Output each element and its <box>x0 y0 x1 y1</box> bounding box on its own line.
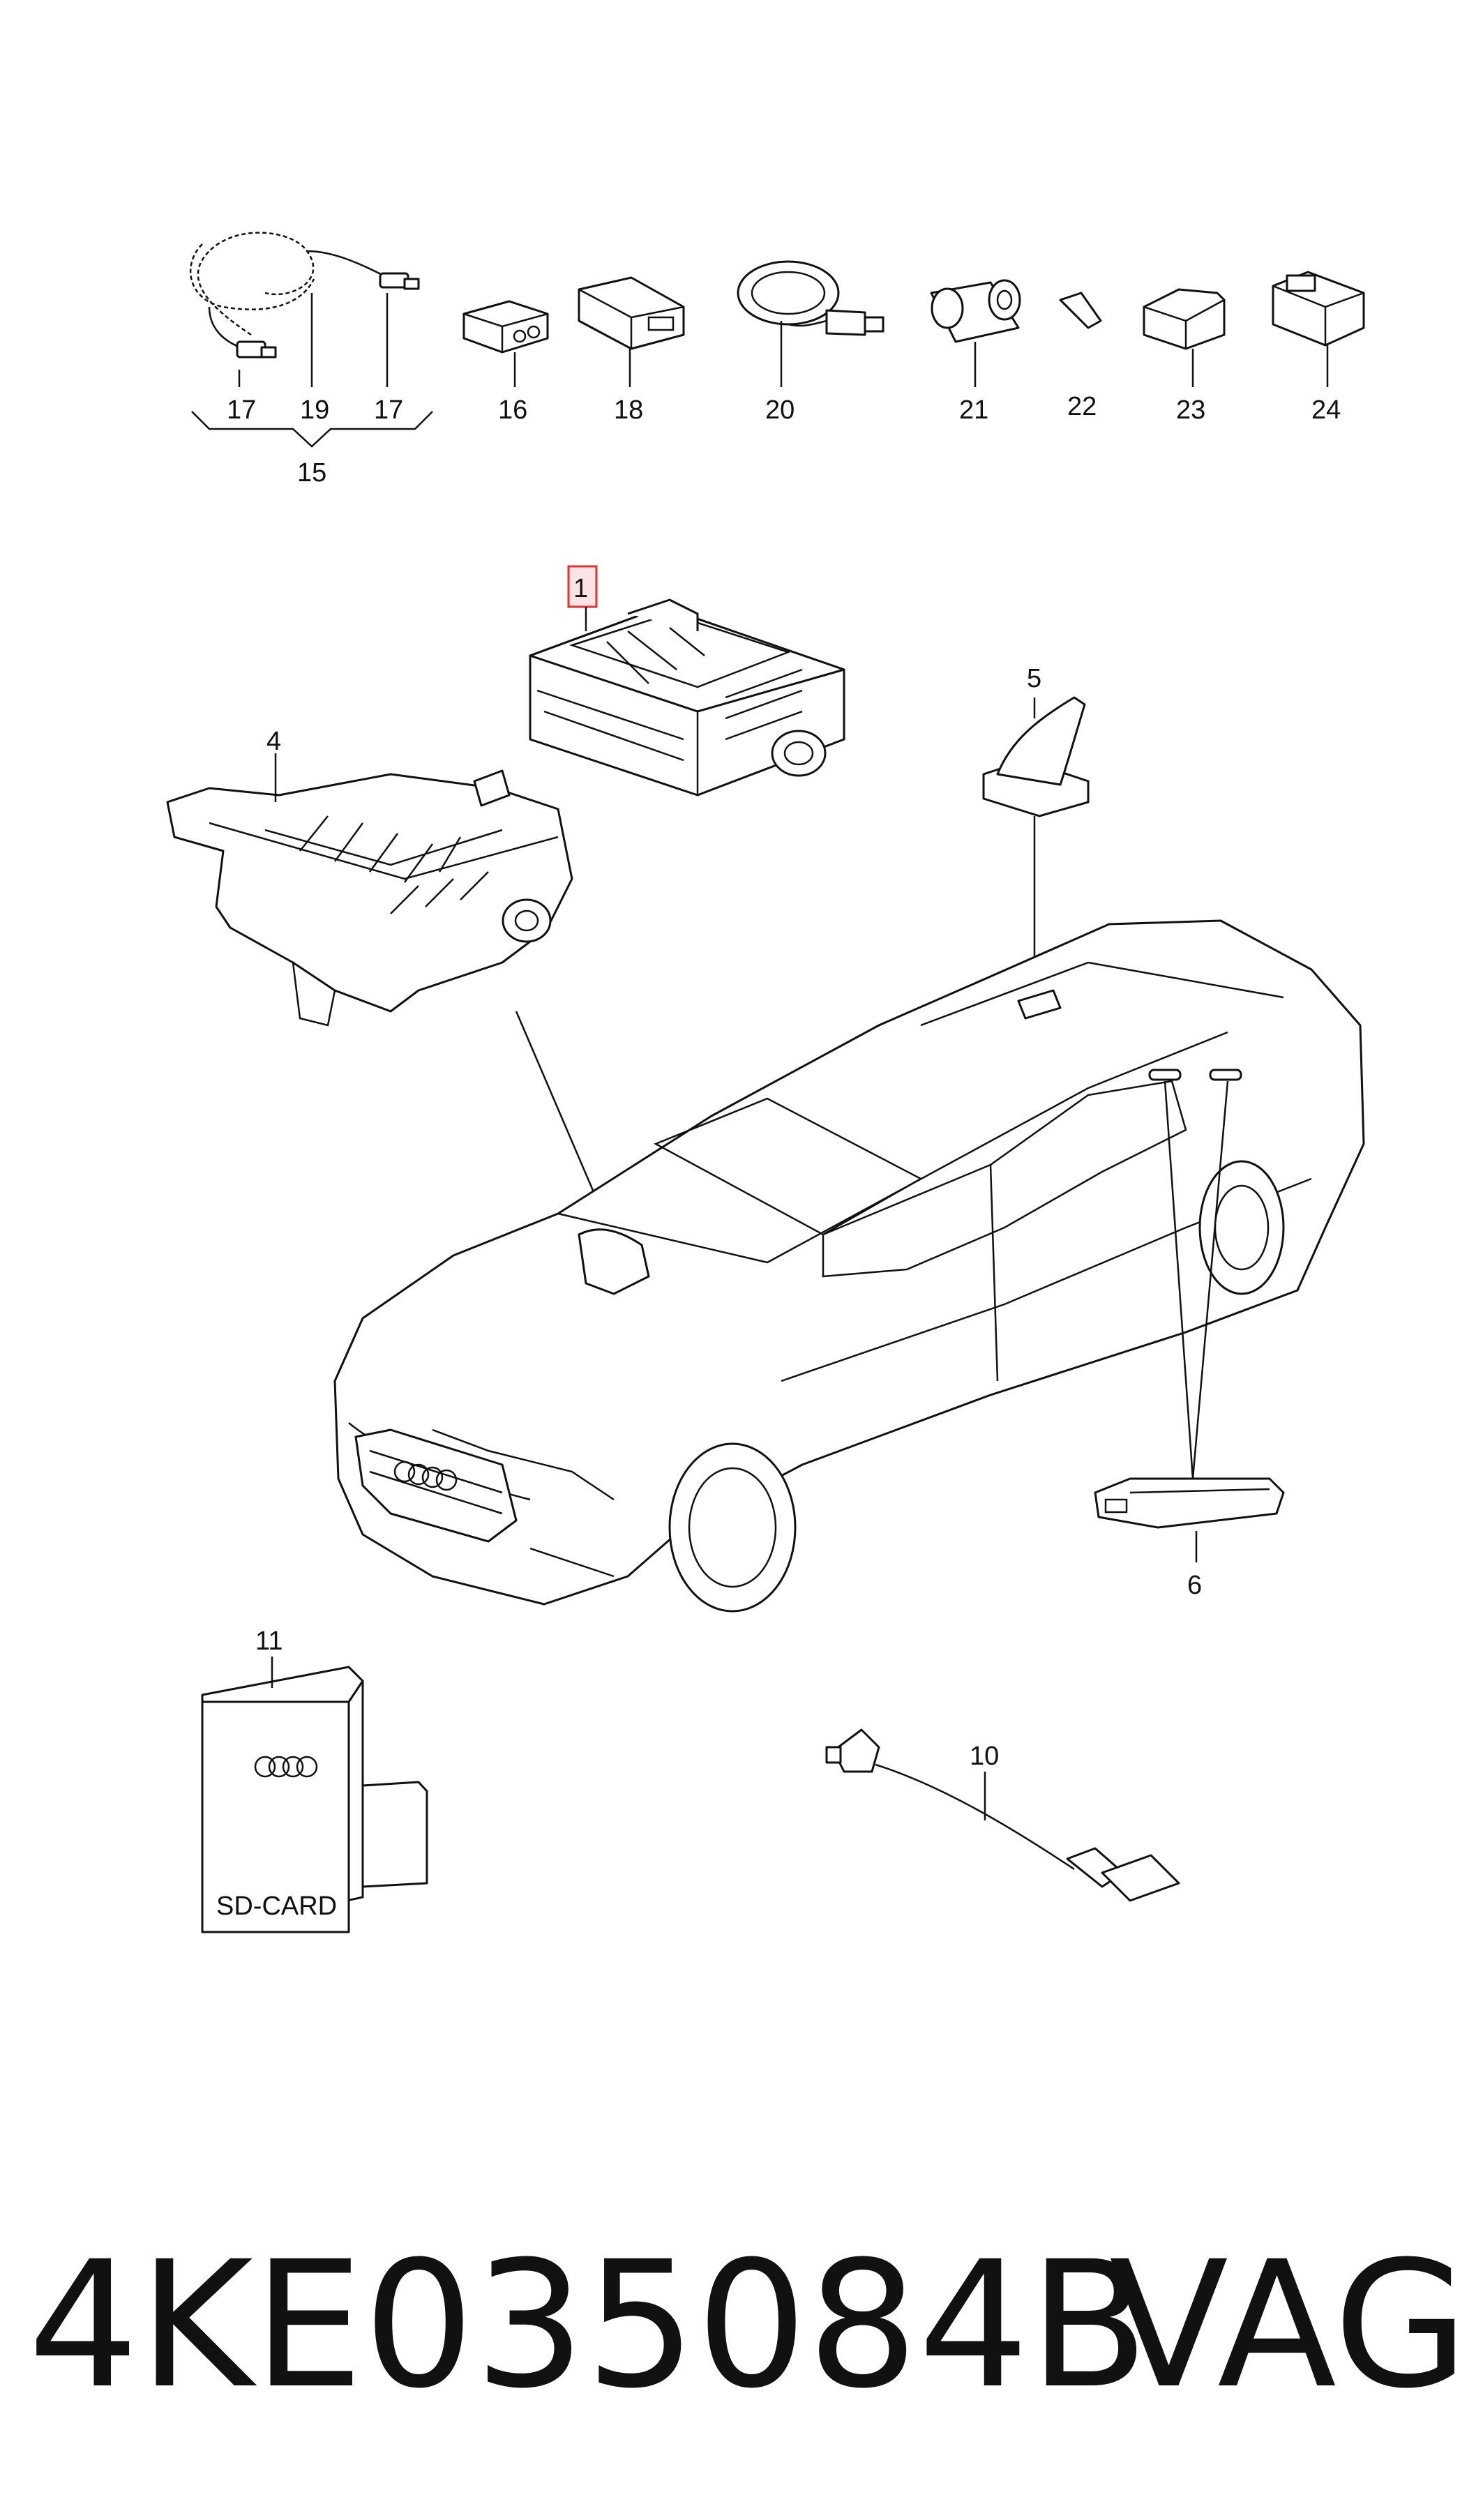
callout-17-left: 17 <box>227 395 256 425</box>
callout-4: 4 <box>266 727 281 756</box>
leader-4-to-car <box>515 1011 601 1207</box>
sd-card-label: SD-CARD <box>216 1892 337 1921</box>
coiled-cable-assembly <box>189 232 420 359</box>
callout-6: 6 <box>1187 1571 1202 1600</box>
callout-21: 21 <box>959 395 988 425</box>
clip-24 <box>1272 271 1365 347</box>
handle-marker-front <box>1148 1069 1182 1081</box>
antenna-cable-10 <box>825 1728 1180 1902</box>
callout-22: 22 <box>1067 392 1097 421</box>
cover-23 <box>1143 288 1226 350</box>
callout-23: 23 <box>1176 395 1205 425</box>
door-handle-antenna-6 <box>1094 1477 1285 1529</box>
radio-module-1 <box>529 598 845 797</box>
callout-20: 20 <box>765 395 795 425</box>
leader-lines-15 <box>191 293 433 448</box>
callout-1: 1 <box>573 574 588 603</box>
leader-6b <box>1191 1080 1229 1479</box>
callout-5: 5 <box>1027 664 1041 693</box>
audi-rings-icon <box>393 1461 458 1491</box>
leader-6a <box>1164 1080 1194 1479</box>
sleeve-21 <box>930 279 1021 343</box>
callout-11: 11 <box>255 1627 283 1656</box>
callout-19: 19 <box>300 395 329 425</box>
callout-10: 10 <box>970 1742 999 1771</box>
part-number: 4KE035084B <box>28 2224 1149 2427</box>
sd-card-booklet-11: SD-CARD <box>201 1666 428 1933</box>
car-outline <box>333 919 1365 1613</box>
callout-17-right: 17 <box>374 395 403 425</box>
callout-24: 24 <box>1311 395 1341 425</box>
roof-antenna-mount-marker <box>1017 989 1062 1020</box>
brand-name: VAG <box>1109 2224 1468 2427</box>
connector-16 <box>462 300 549 354</box>
shark-fin-antenna-5 <box>982 696 1090 817</box>
ring-connector-20 <box>737 260 884 336</box>
mounting-bracket-4 <box>166 769 573 1027</box>
connector-18 <box>578 276 685 350</box>
callout-1-highlight <box>567 565 598 608</box>
audi-rings-icon <box>254 1756 318 1778</box>
callout-18: 18 <box>614 395 643 425</box>
handle-marker-rear <box>1209 1069 1242 1081</box>
callout-16: 16 <box>498 395 527 425</box>
windshield-mount-marker <box>578 1228 650 1295</box>
pin-22 <box>1059 292 1102 329</box>
callout-15: 15 <box>297 458 326 488</box>
